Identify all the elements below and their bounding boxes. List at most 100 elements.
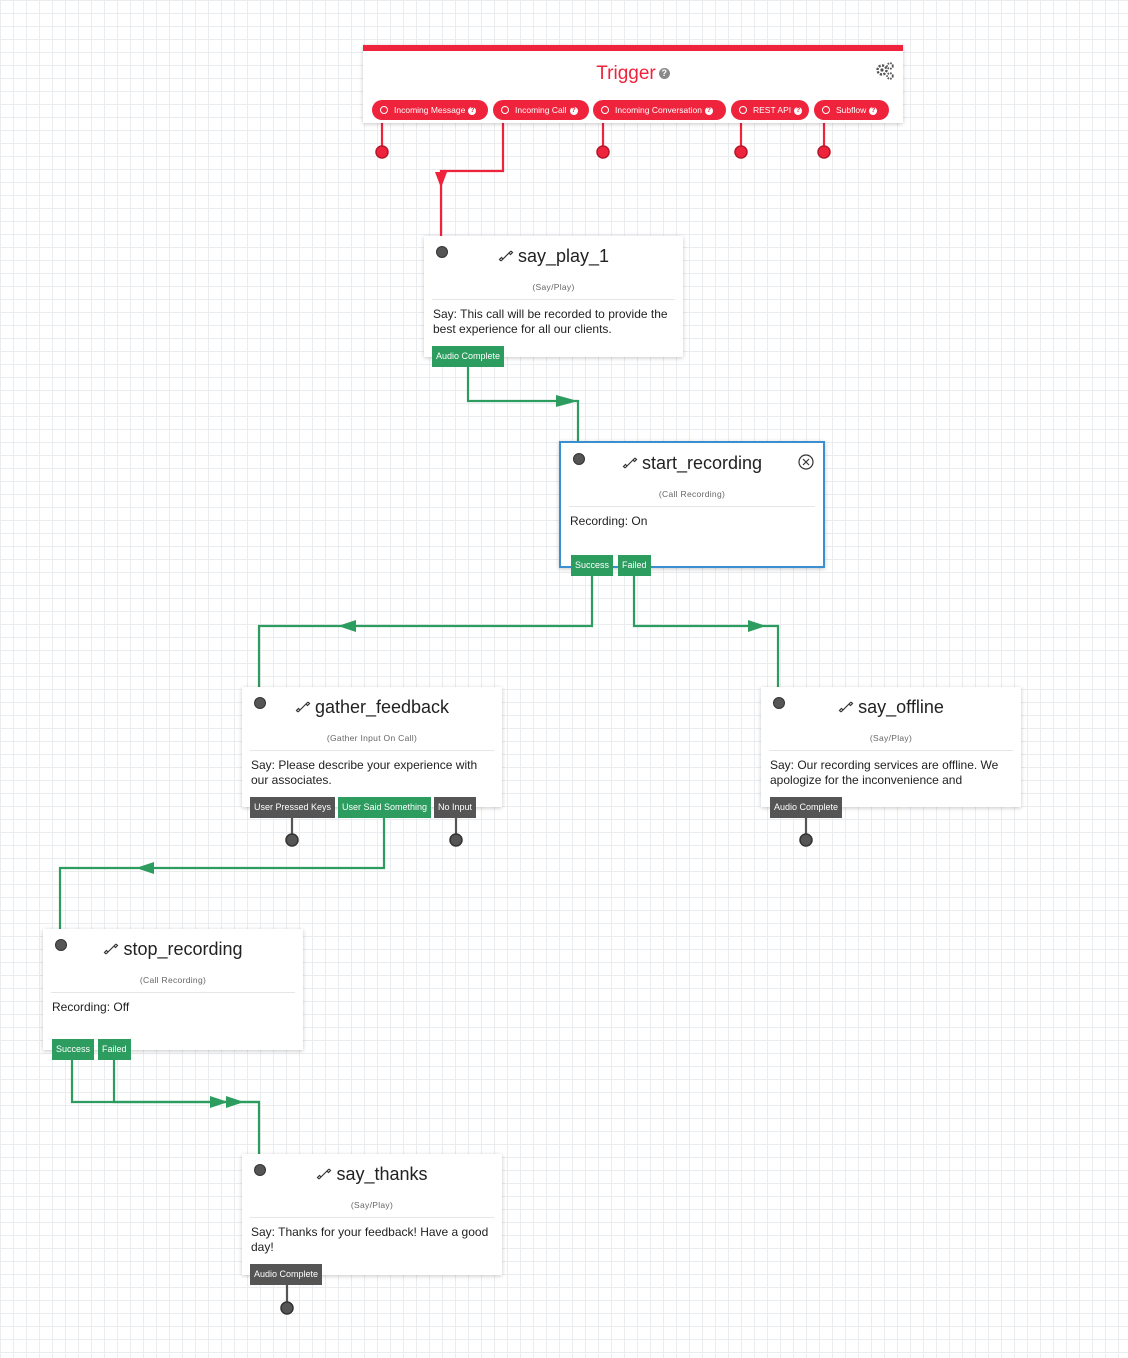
port-ring-icon (380, 106, 388, 114)
transition-user-pressed-keys[interactable]: User Pressed Keys (250, 797, 336, 818)
widget-name-text: say_thanks (336, 1164, 428, 1184)
widget-body: Recording: On (570, 514, 648, 528)
widget-say-offline[interactable]: say_offline (Say/Play) Say: Our recordin… (761, 687, 1021, 818)
widget-type: (Say/Play) (532, 282, 575, 292)
trigger-pill-label: Subflow (836, 105, 867, 115)
wire-audio-complete-to-start-recording (466, 367, 580, 441)
widget-gather-feedback[interactable]: gather_feedback (Gather Input On Call) S… (242, 687, 502, 818)
question-circle-icon[interactable]: ? (869, 106, 878, 115)
divider (432, 299, 675, 300)
divider (250, 750, 494, 751)
input-handle[interactable] (254, 697, 266, 709)
arrowhead (136, 862, 154, 874)
widget-name-text: say_offline (858, 697, 944, 717)
endpoint-dot (817, 145, 831, 159)
phone-icon (317, 1168, 332, 1180)
transition-audio-complete[interactable]: Audio Complete (250, 1264, 323, 1285)
widget-say-play-1[interactable]: say_play_1 (Say/Play) Say: This call wil… (424, 236, 683, 367)
transition-no-input[interactable]: No Input (434, 797, 477, 818)
question-circle-icon[interactable]: ? (569, 106, 578, 115)
widget-body: Recording: Off (52, 1000, 130, 1014)
phone-icon (104, 943, 119, 955)
wire-failed-to-say-thanks (112, 1060, 259, 1104)
arrowhead (210, 1096, 228, 1108)
divider (51, 992, 295, 993)
wire-incoming-call (439, 114, 505, 236)
arrowhead (226, 1096, 244, 1108)
arrowhead (556, 395, 578, 407)
wire-success-to-say-thanks (70, 1060, 261, 1154)
transition-failed[interactable]: Failed (618, 555, 651, 576)
wire-success-to-gather-feedback (257, 575, 594, 687)
arrowhead (748, 620, 766, 632)
widget-name: start_recording (561, 453, 823, 474)
arrowhead (338, 620, 356, 632)
widget-type: (Say/Play) (869, 733, 913, 743)
widget-stop-recording[interactable]: stop_recording (Call Recording) Recordin… (43, 929, 303, 1060)
widget-name: say_offline (761, 697, 1021, 718)
trigger-title: Trigger? (363, 63, 903, 85)
widget-name-text: gather_feedback (314, 697, 450, 717)
widget-say-thanks[interactable]: say_thanks (Say/Play) Say: Thanks for yo… (242, 1154, 502, 1285)
input-handle[interactable] (55, 939, 67, 951)
endpoint-dot (375, 145, 389, 159)
question-circle-icon[interactable]: ? (704, 106, 713, 115)
endpoint-dot (280, 1301, 294, 1315)
transition-user-said-something[interactable]: User Said Something (338, 797, 432, 818)
question-circle-icon[interactable]: ? (794, 106, 803, 115)
divider (250, 1217, 494, 1218)
question-circle-icon[interactable]: ? (468, 106, 477, 115)
port-ring-icon (739, 106, 747, 114)
trigger-pill-label: Incoming Message (394, 105, 466, 115)
input-handle[interactable] (573, 453, 585, 465)
port-ring-icon (601, 106, 609, 114)
gears-icon[interactable] (875, 61, 895, 81)
widget-name-text: stop_recording (123, 939, 243, 959)
input-handle[interactable] (254, 1164, 266, 1176)
widget-body: Say: This call will be recorded to provi… (433, 307, 668, 336)
divider (569, 506, 815, 507)
divider (769, 750, 1013, 751)
transition-audio-complete[interactable]: Audio Complete (770, 797, 843, 818)
widget-type: (Call Recording) (658, 489, 726, 499)
widget-start-recording[interactable]: start_recording (Call Recording) Recordi… (559, 441, 825, 576)
transition-success[interactable]: Success (52, 1039, 95, 1060)
trigger-widget[interactable]: Trigger? Incoming Message? Incoming Call… (363, 45, 903, 123)
wire-failed-to-say-offline (632, 575, 780, 687)
input-handle[interactable] (436, 246, 448, 258)
trigger-pill-label: Incoming Call (515, 105, 567, 115)
endpoint-dot (734, 145, 748, 159)
widget-name: say_thanks (242, 1164, 502, 1185)
trigger-subflow[interactable]: Subflow? (814, 100, 889, 120)
input-handle[interactable] (773, 697, 785, 709)
transition-failed[interactable]: Failed (98, 1039, 131, 1060)
arrowhead (435, 172, 447, 188)
widget-name: gather_feedback (242, 697, 502, 718)
transition-audio-complete[interactable]: Audio Complete (432, 346, 505, 367)
trigger-incoming-message[interactable]: Incoming Message? (372, 100, 488, 120)
widget-type: (Gather Input On Call) (326, 733, 418, 743)
trigger-pill-label: REST API (753, 105, 792, 115)
phone-icon (295, 701, 311, 713)
phone-icon (838, 701, 854, 713)
phone-icon (498, 250, 514, 262)
widget-type: (Say/Play) (350, 1200, 394, 1210)
wire-user-said-something-to-stop-recording (58, 817, 386, 930)
widget-name: say_play_1 (424, 246, 683, 267)
trigger-title-text: Trigger (596, 63, 656, 84)
close-icon[interactable] (798, 454, 814, 470)
widget-name-text: start_recording (641, 453, 763, 473)
trigger-incoming-conversation[interactable]: Incoming Conversation? (593, 100, 726, 120)
phone-icon (622, 457, 638, 469)
widget-body: Say: Our recording services are offline.… (770, 758, 999, 787)
endpoint-dot (449, 833, 463, 847)
transition-success[interactable]: Success (571, 555, 614, 576)
trigger-incoming-call[interactable]: Incoming Call? (493, 100, 589, 120)
widget-type: (Call Recording) (139, 975, 207, 985)
trigger-rest-api[interactable]: REST API? (731, 100, 809, 120)
question-circle-icon[interactable]: ? (658, 68, 670, 80)
widget-name-text: say_play_1 (517, 246, 610, 266)
widget-name: stop_recording (43, 939, 303, 960)
